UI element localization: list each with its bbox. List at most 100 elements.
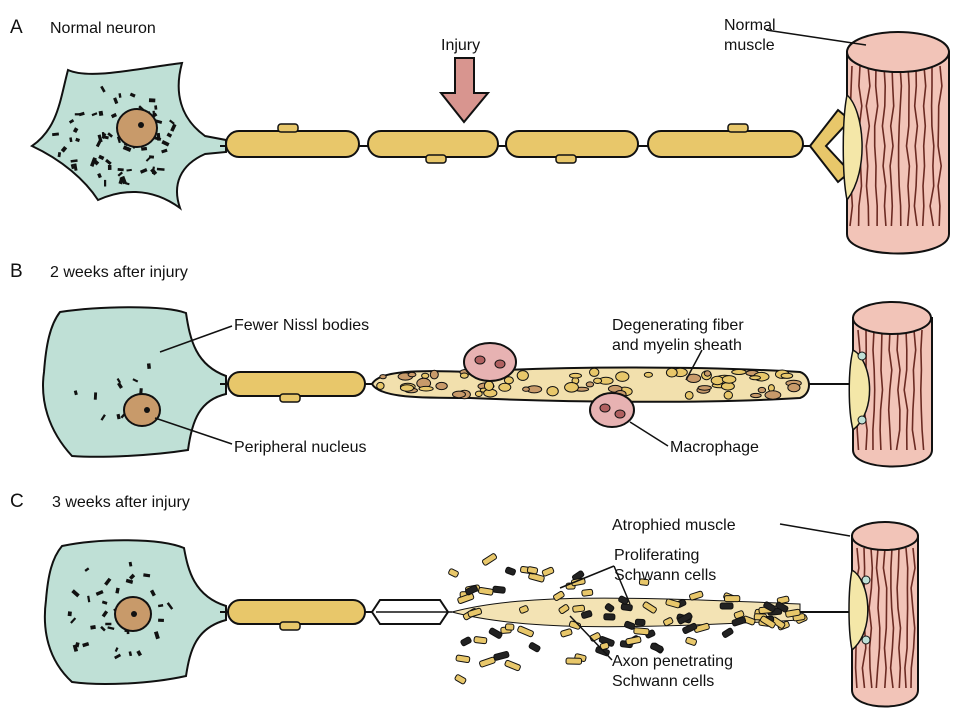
nissl-body <box>169 119 175 125</box>
nissl-body <box>122 145 132 152</box>
myelin-fragment <box>483 380 495 391</box>
nissl-body <box>101 132 105 139</box>
muscle-fiber-stripe <box>937 65 943 227</box>
schwann-cell <box>528 642 541 653</box>
schwann-cell <box>504 659 521 672</box>
schwann-cell <box>553 590 565 601</box>
nissl-body <box>149 589 156 597</box>
schwann-cell-band <box>448 553 808 685</box>
proliferating-label-line2: Schwann cells <box>614 567 716 584</box>
nissl-body <box>68 118 75 124</box>
nissl-body <box>118 93 122 98</box>
peripheral-nucleus-label: Peripheral nucleus <box>234 439 367 456</box>
schwann-cell <box>625 636 642 646</box>
schwann-cell <box>731 616 747 627</box>
nissl-body <box>117 382 123 389</box>
normal-muscle-label-line1: Normal <box>724 17 776 34</box>
nucleolus <box>144 407 150 413</box>
nissl-body <box>90 625 96 630</box>
macrophage-lower <box>589 392 635 428</box>
nissl-body <box>128 561 133 567</box>
myelin-fragment <box>569 372 582 379</box>
myelin-segment <box>505 130 639 158</box>
schwann-cell <box>460 636 472 647</box>
proliferating-leader-line-1 <box>559 565 615 589</box>
schwann-cell <box>558 604 570 614</box>
peripheral-nucleus-shape <box>123 393 161 427</box>
schwann-cell <box>457 592 475 604</box>
schwann-cell <box>541 566 555 577</box>
schwann-cell <box>493 650 510 661</box>
nissl-body <box>91 112 98 117</box>
schwann-cell <box>603 613 616 621</box>
myelin-fragment <box>421 372 430 379</box>
nissl-bodies-reduced <box>73 363 151 421</box>
myelin-fragment <box>764 390 782 400</box>
nissl-body <box>95 589 104 596</box>
muscle-fiber-stripe <box>919 329 925 451</box>
atrophied-muscle-leader-line <box>779 523 851 537</box>
schwann-cell <box>689 590 704 601</box>
schwann-cell <box>677 612 693 625</box>
myelin-fragment <box>407 371 417 378</box>
myelin-fragment <box>665 367 678 378</box>
myelin-fragment <box>749 375 761 381</box>
schwann-cell <box>504 623 515 631</box>
myelin-fragment <box>710 375 725 386</box>
nissl-body <box>72 127 79 134</box>
schwann-cell <box>473 636 488 645</box>
nissl-body <box>148 98 156 103</box>
muscle-fiber-stripe <box>921 65 927 227</box>
nissl-body <box>82 642 90 648</box>
axon-penetrating-label-line2: Schwann cells <box>612 673 714 690</box>
panel-a: A Normal neuron Injury <box>10 17 950 255</box>
nissl-body <box>95 138 103 148</box>
schwann-cell <box>724 595 741 603</box>
schwann-cell <box>580 610 593 619</box>
nissl-body <box>141 146 148 151</box>
fewer-nissl-label: Fewer Nissl bodies <box>234 317 369 334</box>
nissl-body <box>70 159 78 163</box>
nissl-body <box>156 132 161 141</box>
nissl-body <box>136 650 143 657</box>
schwann-cell <box>763 601 776 613</box>
nissl-body <box>57 152 62 158</box>
nissl-body <box>105 158 112 166</box>
injury-arrow <box>438 57 491 124</box>
nissl-body <box>129 92 136 98</box>
nissl-body <box>166 132 173 138</box>
myelin-fragment <box>564 382 579 393</box>
nissl-body <box>103 179 107 187</box>
schwann-nucleus <box>279 393 301 403</box>
schwann-cell <box>620 603 633 612</box>
nissl-body <box>107 132 114 138</box>
nissl-body <box>139 388 143 395</box>
schwann-cell <box>454 674 467 685</box>
muscle-fiber-stripe <box>897 65 903 227</box>
nissl-body <box>117 168 124 172</box>
myelin-fragment <box>615 371 630 382</box>
nissl-body <box>156 167 165 171</box>
schwann-cell <box>492 585 506 594</box>
schwann-cell <box>685 636 697 646</box>
myelin-fragment <box>585 381 595 388</box>
normal-muscle-leader-line <box>765 29 867 46</box>
nissl-body <box>148 155 155 159</box>
muscle-fiber-stripe <box>865 65 871 227</box>
nissl-body <box>101 610 109 618</box>
nissl-body <box>114 653 122 660</box>
myelin-fragment <box>503 376 514 385</box>
nissl-body <box>161 148 168 154</box>
nissl-body <box>75 137 81 143</box>
panel-b-letter: B <box>10 261 23 282</box>
nissl-body <box>101 600 108 605</box>
schwann-cell <box>560 628 573 638</box>
nissl-body <box>98 110 104 117</box>
schwann-cell <box>719 602 734 610</box>
muscle-fiber-stripe <box>895 329 901 451</box>
nissl-body <box>70 617 77 624</box>
nissl-body <box>100 85 106 93</box>
nissl-body <box>60 145 68 153</box>
schwann-cell <box>581 588 594 597</box>
